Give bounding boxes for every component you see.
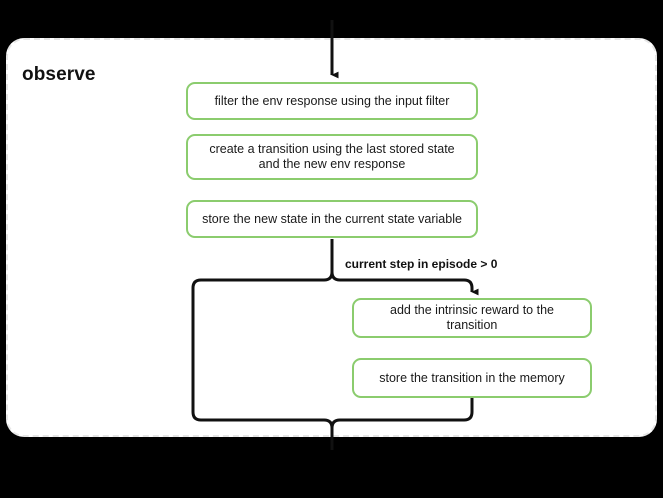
node-add-intrinsic-reward[interactable]: add the intrinsic reward to the transiti… bbox=[352, 298, 592, 338]
node-create-transition[interactable]: create a transition using the last store… bbox=[186, 134, 478, 180]
node-filter[interactable]: filter the env response using the input … bbox=[186, 82, 478, 120]
node-store-state[interactable]: store the new state in the current state… bbox=[186, 200, 478, 238]
edge-label-condition: current step in episode > 0 bbox=[345, 257, 498, 271]
page-title: observe bbox=[22, 64, 96, 85]
node-store-transition[interactable]: store the transition in the memory bbox=[352, 358, 592, 398]
